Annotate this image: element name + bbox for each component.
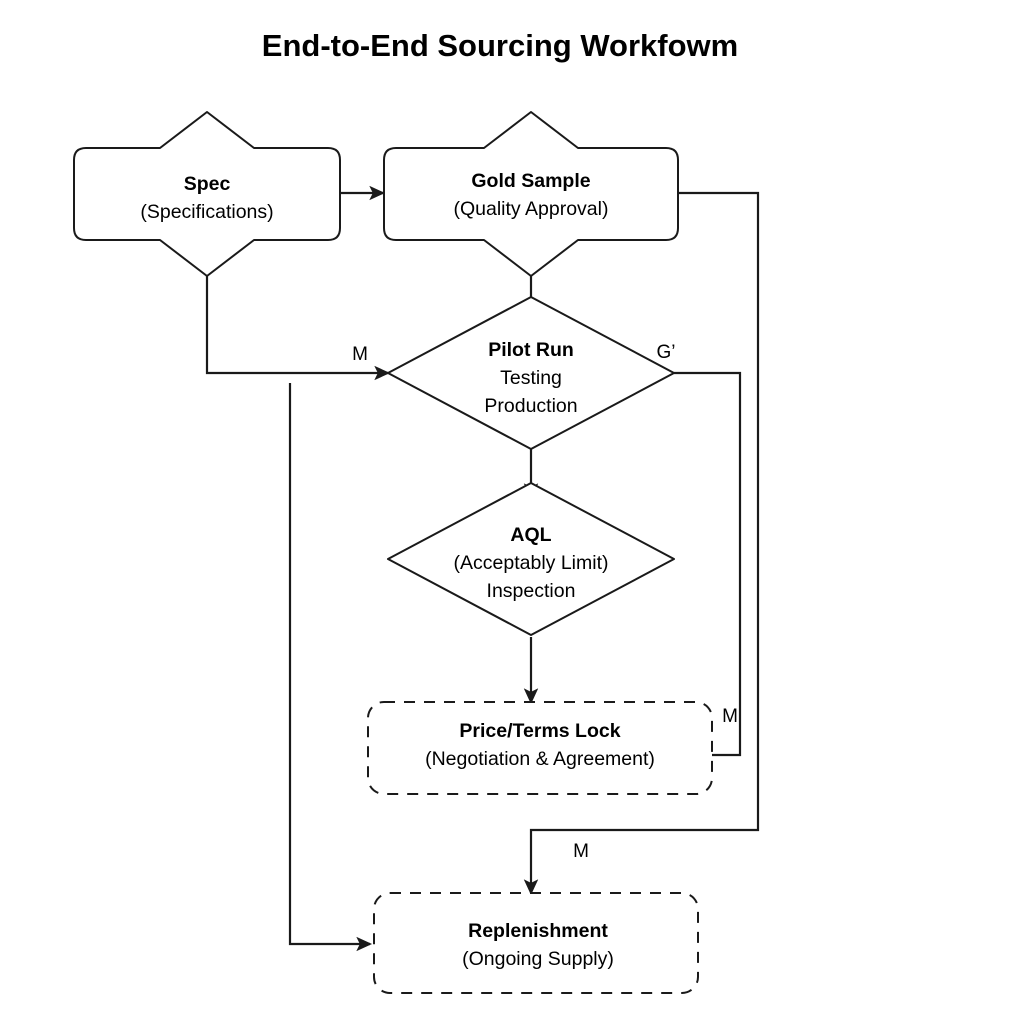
node-pilot-run-subtitle-2: Production — [484, 395, 577, 417]
edge-pilot-run-to-price-terms-lock — [674, 371, 742, 757]
node-aql-shape — [387, 482, 675, 636]
node-replenishment-title: Replenishment — [468, 920, 608, 942]
node-pilot-run[interactable]: Pilot Run Testing Production — [387, 296, 675, 450]
node-aql-subtitle-2: Inspection — [487, 580, 576, 602]
node-replenishment-shape — [373, 892, 699, 994]
edge-label-replenishment-in: M — [573, 841, 589, 862]
node-price-terms-lock-title: Price/Terms Lock — [459, 720, 620, 742]
node-replenishment-subtitle: (Ongoing Supply) — [462, 948, 614, 970]
edge-label-pilot-run-in: M — [352, 344, 368, 365]
node-pilot-run-title: Pilot Run — [488, 339, 574, 361]
node-price-terms-lock-subtitle: (Negotiation & Agreement) — [425, 748, 655, 770]
node-spec[interactable]: Spec (Specifications) — [73, 111, 341, 277]
node-price-terms-lock-shape — [367, 701, 713, 795]
node-aql[interactable]: AQL (Acceptably Limit) Inspection — [387, 482, 675, 636]
node-price-terms-lock[interactable]: Price/Terms Lock (Negotiation & Agreemen… — [367, 701, 713, 795]
edge-label-pilot-run-out: G’ — [657, 342, 676, 363]
node-aql-title: AQL — [510, 524, 551, 546]
node-gold-sample-title: Gold Sample — [471, 170, 590, 192]
node-spec-subtitle: (Specifications) — [140, 201, 273, 223]
node-pilot-run-shape — [387, 296, 675, 450]
edge-gold-sample-to-replenishment — [523, 191, 760, 896]
edge-loop-to-replenishment — [288, 383, 373, 952]
node-spec-shape — [73, 111, 341, 277]
node-spec-title: Spec — [184, 173, 231, 195]
node-gold-sample-shape — [383, 111, 679, 277]
edge-spec-to-pilot-run — [205, 276, 391, 381]
node-pilot-run-subtitle: Testing — [500, 367, 562, 389]
edge-label-price-terms-out: M — [722, 706, 738, 727]
node-aql-subtitle: (Acceptably Limit) — [454, 552, 609, 574]
node-replenishment[interactable]: Replenishment (Ongoing Supply) — [373, 892, 699, 994]
page-title: End-to-End Sourcing Workfowm — [262, 28, 738, 63]
node-gold-sample[interactable]: Gold Sample (Quality Approval) — [383, 111, 679, 277]
node-gold-sample-subtitle: (Quality Approval) — [454, 198, 609, 220]
